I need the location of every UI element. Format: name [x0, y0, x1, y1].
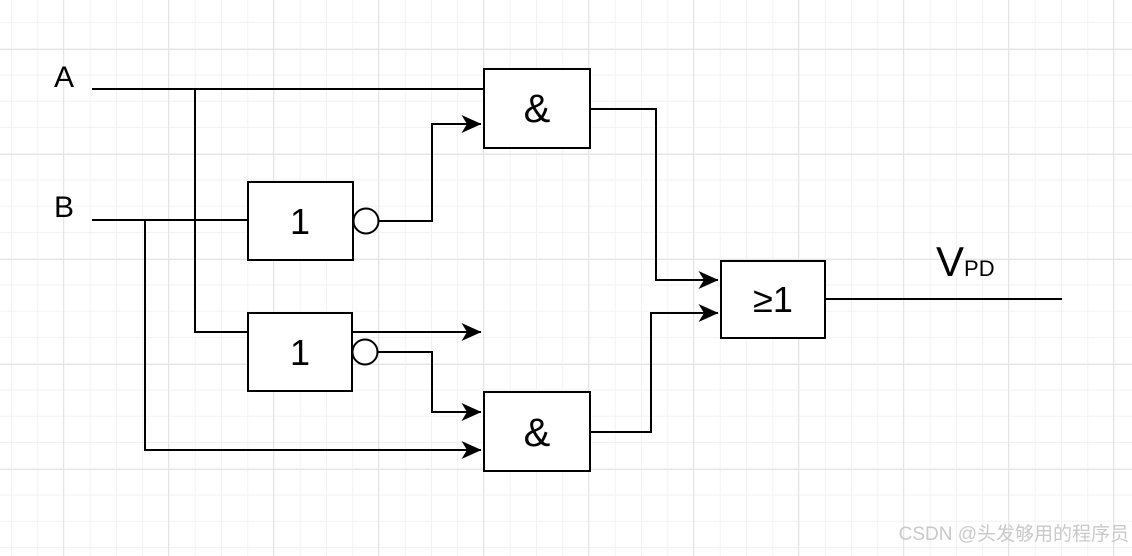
or-gate-box: [720, 260, 826, 339]
wire-not-bottom-to-and-bottom: [378, 351, 482, 421]
and-gate-bottom-box: [483, 391, 591, 472]
not-gate-top-label: 1: [290, 201, 310, 242]
not-gate-bottom-bubble-icon: [351, 338, 379, 366]
not-gate-bottom-box: [247, 312, 353, 392]
and-gate-top-box: [483, 68, 591, 149]
not-gate-bottom-label: 1: [290, 332, 310, 373]
wire-a-branch-to-not-bottom: [194, 89, 482, 341]
wire-and-top-to-or: [590, 108, 719, 289]
and-gate-bottom-label: &: [524, 411, 551, 455]
or-gate-label: ≥1: [753, 279, 793, 320]
input-b-label: B: [54, 191, 74, 224]
watermark-text: CSDN @头发够用的程序员: [899, 523, 1129, 545]
and-gate-top-label: &: [524, 87, 551, 131]
wire-and-bottom-to-or: [590, 304, 719, 433]
wire-not-top-to-and-top: [379, 115, 482, 222]
not-gate-top-box: [247, 181, 354, 261]
output-vpd-subscript: PD: [964, 256, 995, 281]
input-a-label: A: [54, 61, 74, 94]
not-gate-top-bubble-icon: [352, 207, 380, 235]
output-vpd-symbol: V: [936, 238, 964, 285]
wire-b-branch-to-and-bottom: [144, 220, 482, 459]
output-vpd-label: VPD: [936, 238, 995, 285]
